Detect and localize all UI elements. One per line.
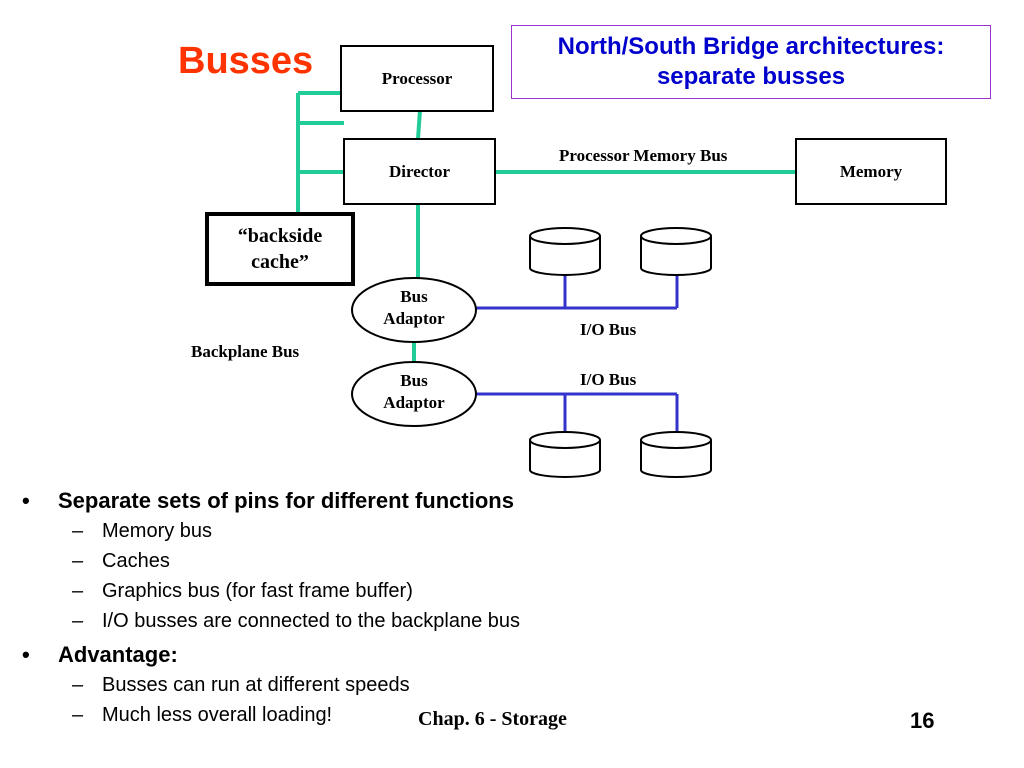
callout-line-1: North/South Bridge architectures:: [557, 33, 945, 60]
bullet-marker: •: [22, 488, 30, 513]
bus-adaptor-oval-bottom: [351, 361, 477, 427]
bullet-item: • Separate sets of pins for different fun…: [22, 486, 520, 516]
sub-bullet-item: –Graphics bus (for fast frame buffer): [22, 576, 520, 606]
sub-bullet-text: Graphics bus (for fast frame buffer): [102, 580, 413, 602]
dash-marker: –: [72, 580, 84, 602]
processor-memory-bus-label: Processor Memory Bus: [559, 146, 728, 165]
disk-icon: [529, 227, 601, 276]
sub-bullet-item: –Memory bus: [22, 516, 520, 546]
bullet-marker: •: [22, 642, 30, 667]
dash-marker: –: [72, 674, 84, 696]
footer-chapter: Chap. 6 - Storage: [418, 708, 567, 730]
memory-label: Memory: [839, 161, 903, 181]
disk-icons: [529, 227, 712, 478]
bullet-text: Separate sets of pins for different func…: [58, 488, 514, 513]
backplane-lines: [296, 91, 796, 366]
sub-bullet-text: Memory bus: [102, 520, 213, 542]
io-bus-lines: [472, 272, 679, 432]
page-number: 16: [910, 708, 935, 733]
callout-box: North/South Bridge architectures: separa…: [511, 25, 991, 99]
bus-adaptor-bottom-line-2: Adaptor: [383, 393, 445, 412]
io-bus-label-bottom: I/O Bus: [580, 370, 637, 389]
bus-adaptor-oval-top: [351, 277, 477, 343]
bullet-list: • Separate sets of pins for different fun…: [22, 486, 520, 730]
dash-marker: –: [72, 520, 84, 542]
bus-adaptor-top-line-2: Adaptor: [383, 309, 445, 328]
sub-bullet-item: –Busses can run at different speeds: [22, 670, 520, 700]
backside-cache-label-2: cache”: [251, 251, 309, 273]
disk-icon: [640, 227, 712, 276]
dash-marker: –: [72, 610, 84, 632]
bus-adaptor-label-bottom: Bus Adaptor: [364, 370, 464, 414]
bus-adaptor-bottom-line-1: Bus: [400, 371, 428, 390]
director-box: Director: [343, 138, 496, 205]
disk-icon: [640, 431, 712, 478]
bus-adaptor-label-top: Bus Adaptor: [364, 286, 464, 330]
backside-cache-label-1: “backside: [237, 225, 323, 247]
io-bus-label-top: I/O Bus: [580, 320, 637, 339]
bullet-text: Advantage:: [58, 642, 178, 667]
processor-label: Processor: [381, 68, 453, 88]
disk-icon: [529, 431, 601, 478]
sub-bullet-text: Busses can run at different speeds: [102, 674, 410, 696]
sub-bullet-text: Caches: [102, 550, 170, 572]
backside-cache-box: “backside cache”: [205, 212, 355, 286]
sub-bullet-item: –Much less overall loading!: [22, 700, 520, 730]
sub-bullet-item: –Caches: [22, 546, 520, 576]
dash-marker: –: [72, 550, 84, 572]
sub-bullet-text: I/O busses are connected to the backplan…: [102, 610, 521, 632]
sub-bullet-text: Much less overall loading!: [102, 704, 333, 726]
director-label: Director: [388, 161, 451, 181]
dash-marker: –: [72, 704, 84, 726]
bullet-item: • Advantage:: [22, 640, 520, 670]
memory-box: Memory: [795, 138, 947, 205]
page-title: Busses: [178, 40, 314, 82]
bus-adaptor-top-line-1: Bus: [400, 287, 428, 306]
callout-line-2: separate busses: [656, 63, 846, 90]
processor-box: Processor: [340, 45, 494, 112]
backplane-bus-label: Backplane Bus: [191, 342, 300, 361]
sub-bullet-item: –I/O busses are connected to the backpla…: [22, 606, 520, 636]
